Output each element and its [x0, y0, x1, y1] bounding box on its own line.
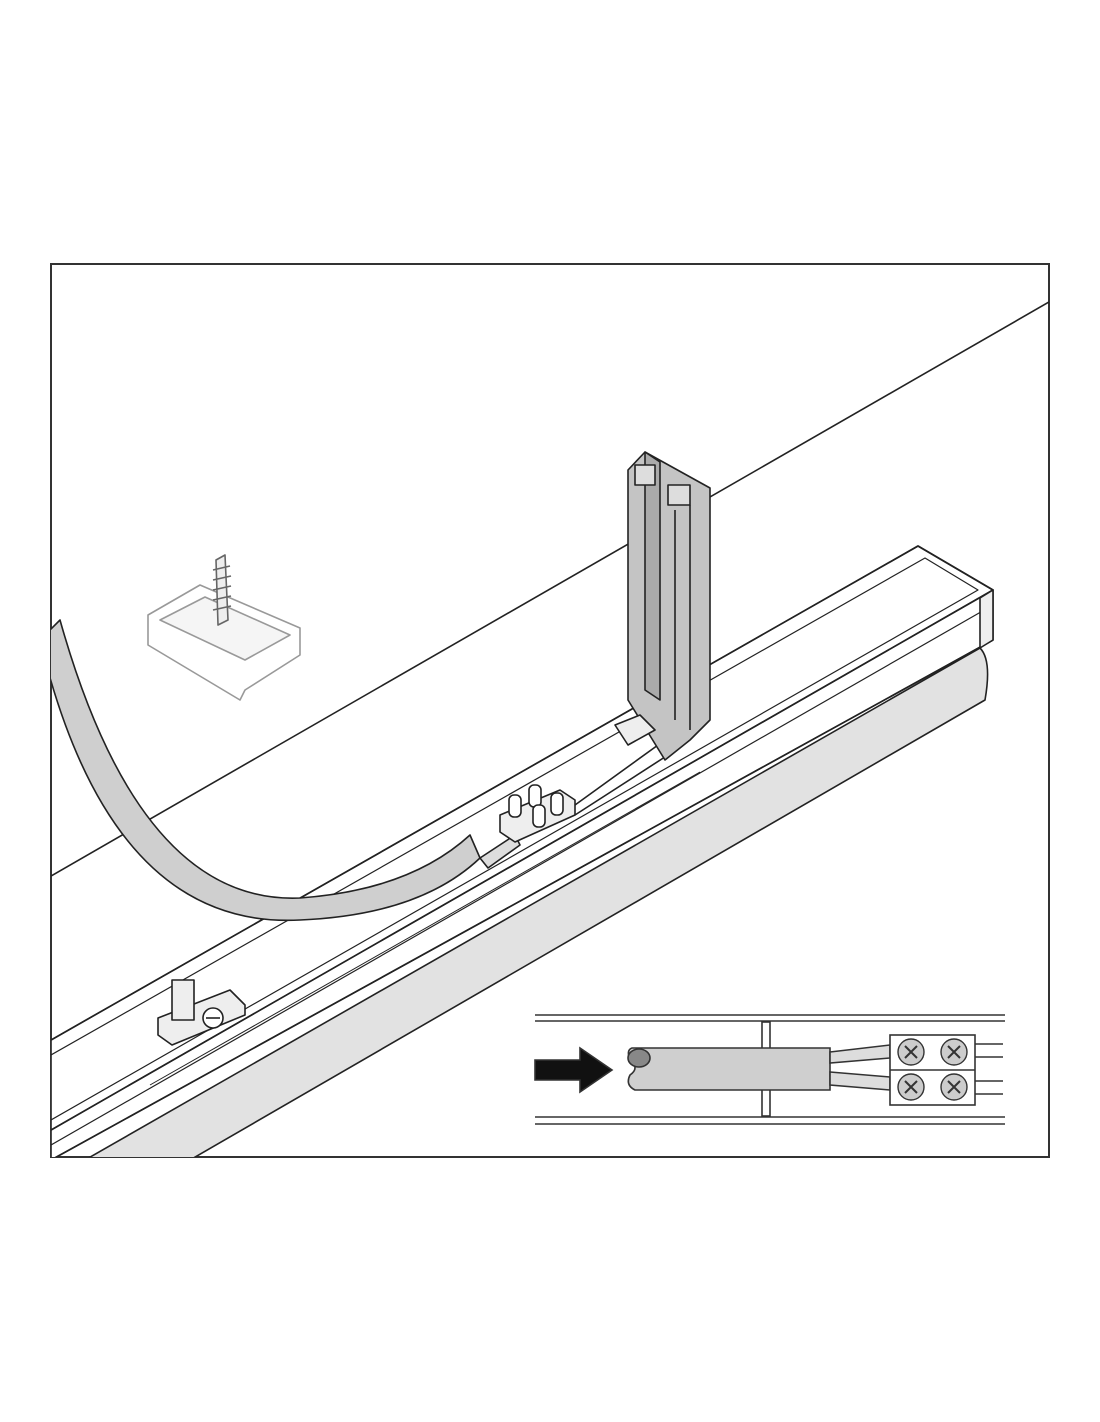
- luminaire-body: [51, 545, 994, 1157]
- terminal-block: [479, 739, 669, 869]
- screw-clip-icon: [147, 554, 301, 701]
- cable-end: [627, 1047, 831, 1091]
- mounting-bracket: [614, 451, 711, 761]
- insert-arrow-icon: [534, 1046, 614, 1094]
- wiring-detail-inset: [534, 1014, 1005, 1125]
- rail-fixing-clip: [157, 979, 246, 1046]
- ceiling-edge-line: [51, 301, 1049, 877]
